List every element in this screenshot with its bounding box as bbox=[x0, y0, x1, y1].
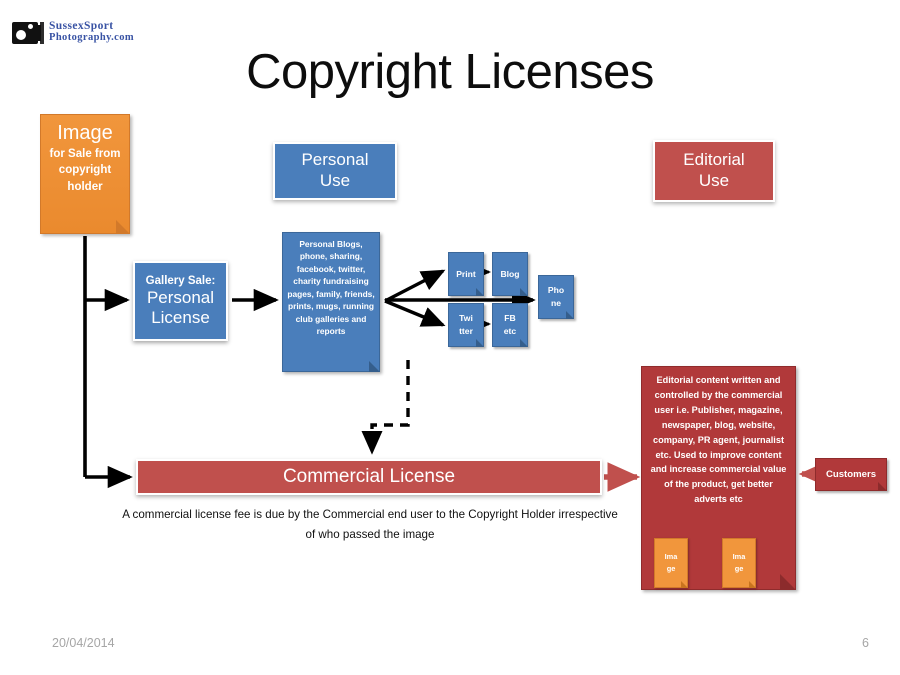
folded-corner-icon bbox=[520, 288, 528, 296]
gallery-sale-line-2: Personal bbox=[146, 287, 215, 307]
footer-page-number: 6 bbox=[862, 636, 869, 650]
personal-use-line-1: Personal bbox=[301, 150, 369, 170]
folded-corner-icon bbox=[780, 574, 796, 590]
folded-corner-icon bbox=[681, 581, 688, 588]
folded-corner-icon bbox=[116, 220, 130, 234]
personal-use-header[interactable]: Personal Use bbox=[273, 142, 397, 200]
editorial-use-header[interactable]: Editorial Use bbox=[653, 140, 775, 202]
chip-fb-line-1: FB bbox=[504, 313, 516, 324]
chip-phone[interactable]: Pho ne bbox=[538, 275, 574, 319]
folded-corner-icon bbox=[878, 482, 887, 491]
sussexsport-logo: SussexSport Photography.com bbox=[12, 14, 134, 50]
gallery-sale-line-3: License bbox=[151, 307, 210, 327]
mini-image-2-line-1: Ima bbox=[732, 552, 746, 562]
folded-corner-icon bbox=[520, 339, 528, 347]
commercial-license-caption: A commercial license fee is due by the C… bbox=[122, 508, 618, 542]
gallery-sale-line-1: Gallery Sale: bbox=[145, 274, 216, 287]
folded-corner-icon bbox=[369, 361, 380, 372]
gallery-sale-node[interactable]: Gallery Sale: Personal License bbox=[133, 261, 228, 341]
image-node-body: for Sale from copyright holder bbox=[49, 148, 121, 193]
chip-print[interactable]: Print bbox=[448, 252, 484, 296]
chip-phone-line-2: ne bbox=[550, 298, 562, 308]
customers-label: Customers bbox=[825, 469, 877, 480]
chip-blog-line-1: Blog bbox=[500, 268, 520, 279]
chip-fb-line-2: etc bbox=[503, 326, 517, 336]
editorial-mini-image-1[interactable]: Ima ge bbox=[654, 538, 688, 588]
customers-node[interactable]: Customers bbox=[815, 458, 887, 491]
mini-image-1-line-1: Ima bbox=[664, 552, 678, 562]
personal-use-line-2: Use bbox=[319, 171, 351, 190]
chip-twitter-line-2: tter bbox=[459, 326, 473, 336]
personal-blogs-text: Personal Blogs, phone, sharing, facebook… bbox=[287, 239, 375, 337]
chip-twitter-line-1: Twi bbox=[459, 313, 473, 324]
personal-blogs-note[interactable]: Personal Blogs, phone, sharing, facebook… bbox=[282, 232, 380, 372]
folded-corner-icon bbox=[476, 288, 484, 296]
logo-line-1: SussexSport bbox=[49, 19, 114, 32]
logo-line-2: Photography.com bbox=[49, 31, 135, 43]
folded-corner-icon bbox=[476, 339, 484, 347]
image-for-sale-node[interactable]: Image for Sale from copyright holder bbox=[40, 114, 130, 234]
camera-icon bbox=[12, 19, 46, 45]
chip-fb-etc[interactable]: FB etc bbox=[492, 303, 528, 347]
chip-blog[interactable]: Blog bbox=[492, 252, 528, 296]
editorial-mini-image-2[interactable]: Ima ge bbox=[722, 538, 756, 588]
chip-twitter[interactable]: Twi tter bbox=[448, 303, 484, 347]
mini-image-1-line-2: ge bbox=[666, 564, 676, 573]
editorial-use-line-2: Use bbox=[698, 171, 730, 190]
editorial-content-text: Editorial content written and controlled… bbox=[650, 375, 787, 505]
image-node-heading: Image bbox=[57, 122, 113, 144]
page-title: Copyright Licenses bbox=[246, 45, 654, 99]
folded-corner-icon bbox=[566, 311, 574, 319]
editorial-use-line-1: Editorial bbox=[683, 150, 745, 170]
footer-date: 20/04/2014 bbox=[52, 636, 115, 650]
commercial-license-bar[interactable]: Commercial License bbox=[136, 459, 602, 495]
chip-phone-line-1: Pho bbox=[547, 285, 565, 296]
commercial-license-label: Commercial License bbox=[282, 466, 456, 487]
chip-print-line-1: Print bbox=[456, 268, 476, 279]
mini-image-2-line-2: ge bbox=[734, 564, 744, 573]
folded-corner-icon bbox=[749, 581, 756, 588]
